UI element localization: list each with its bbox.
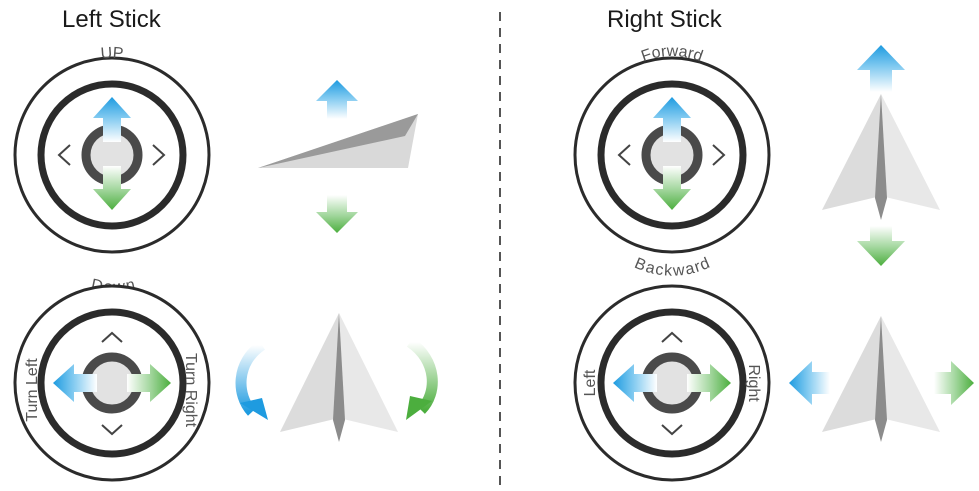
arrow-down-icon <box>316 195 358 233</box>
label-turn-right: Turn Right <box>182 353 199 428</box>
label-left: Left <box>582 369 599 396</box>
chevron-right-icon <box>152 144 166 166</box>
arrow-down-icon <box>857 226 905 266</box>
plane-roll-illustration <box>789 316 974 442</box>
chevron-down-icon <box>101 424 123 436</box>
paper-plane-top-icon <box>280 313 339 432</box>
arrow-left-icon <box>53 364 97 402</box>
arrow-up-icon <box>93 97 131 142</box>
chevron-right-icon <box>712 144 726 166</box>
arrow-down-icon <box>653 166 691 210</box>
right-stick-title: Right Stick <box>607 6 722 33</box>
arrow-right-icon <box>127 364 171 402</box>
arrow-left-icon <box>789 361 830 405</box>
plane-altitude-illustration <box>258 80 418 233</box>
left-stick-throttle: UP Down <box>13 45 211 296</box>
arrow-right-icon <box>934 361 974 405</box>
left-stick-yaw: Turn Left Turn Right <box>13 284 211 482</box>
chevron-up-icon <box>661 331 683 343</box>
chevron-down-icon <box>661 424 683 436</box>
arrow-up-icon <box>653 97 691 142</box>
label-backward: Backward <box>632 255 712 280</box>
right-stick-roll: Left Right <box>573 284 771 482</box>
left-stick-title: Left Stick <box>62 6 161 33</box>
paper-plane-top-icon <box>822 316 881 432</box>
plane-pitch-illustration <box>822 45 940 266</box>
arrow-up-icon <box>316 80 358 119</box>
plane-yaw-illustration <box>235 313 438 442</box>
label-turn-left: Turn Left <box>24 358 41 422</box>
chevron-left-icon <box>57 144 71 166</box>
chevron-left-icon <box>617 144 631 166</box>
arrow-right-icon <box>687 364 731 402</box>
arrow-down-icon <box>93 166 131 210</box>
chevron-up-icon <box>101 331 123 343</box>
arrow-left-icon <box>613 364 657 402</box>
right-stick-pitch: Forward Backward <box>573 43 771 280</box>
arrow-up-icon <box>857 45 905 92</box>
label-right: Right <box>745 364 762 402</box>
paper-plane-top-icon <box>822 94 881 210</box>
label-up: UP <box>100 45 124 63</box>
